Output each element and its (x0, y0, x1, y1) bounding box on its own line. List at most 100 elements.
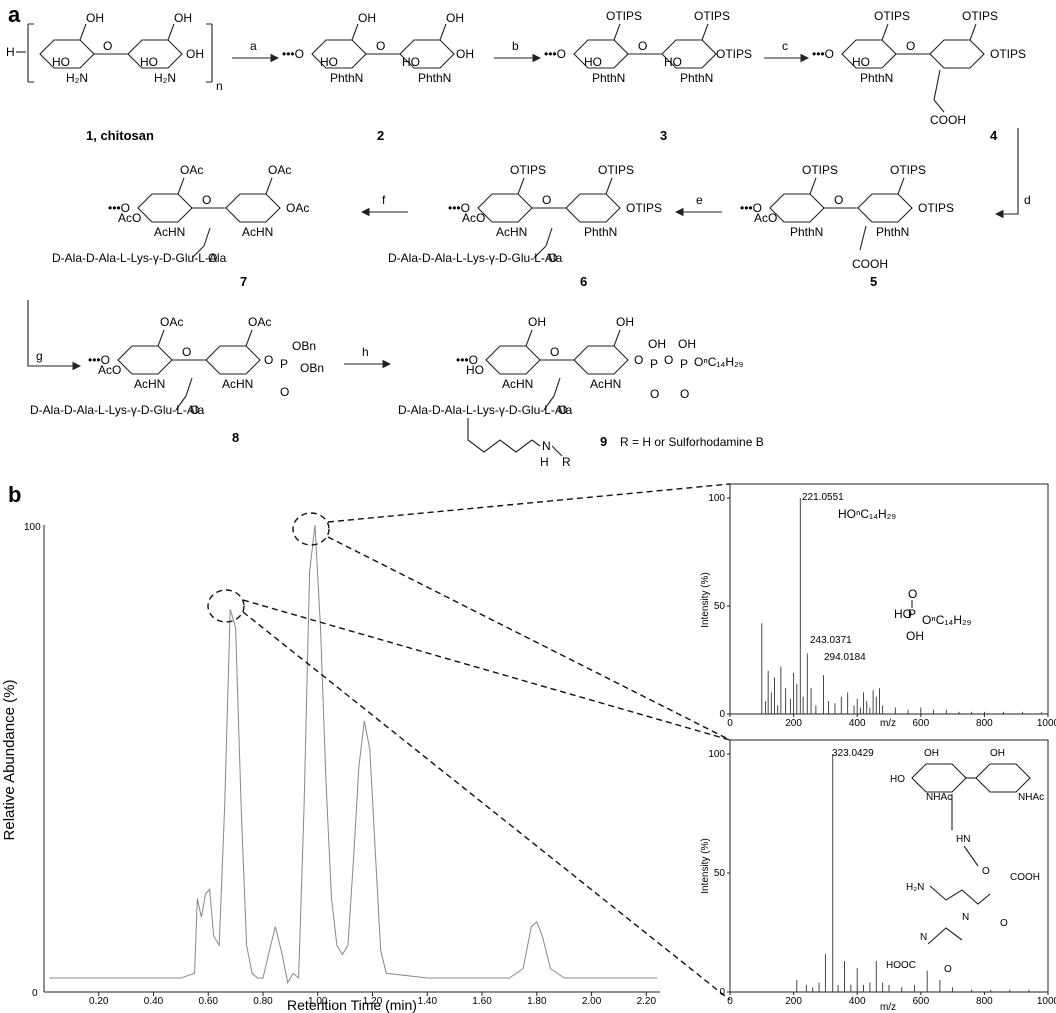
svg-text:•••O: •••O (448, 201, 470, 215)
svg-text:O: O (634, 353, 643, 367)
svg-text:PhthN: PhthN (790, 225, 823, 239)
svg-text:O: O (664, 353, 673, 367)
svg-text:O: O (103, 39, 112, 53)
svg-text:OTIPS: OTIPS (694, 9, 730, 23)
x-tick-label: 1.40 (418, 996, 438, 1007)
svg-text:OⁿC₁₄H₂₉: OⁿC₁₄H₂₉ (694, 355, 744, 369)
svg-text:n: n (216, 79, 223, 93)
svg-text:Intensity (%): Intensity (%) (700, 838, 711, 894)
compound-6-structure: •••O O OTIPS OTIPS AcO AcHN PhthN OTIPS … (448, 163, 662, 265)
ms-y-tick-label: 0 (719, 709, 725, 720)
step-label-g: g (36, 349, 43, 363)
x-tick-label: 1.00 (308, 996, 328, 1007)
svg-text:NHAc: NHAc (926, 792, 952, 803)
svg-text:N: N (542, 439, 551, 453)
svg-text:m/z: m/z (880, 1002, 896, 1013)
svg-text:O: O (542, 193, 551, 207)
svg-text:HO: HO (402, 55, 420, 69)
ms-y-tick-label: 0 (719, 987, 725, 998)
x-tick-label: 1.80 (527, 996, 547, 1007)
peak-highlight-2 (207, 589, 245, 623)
svg-text:AcHN: AcHN (222, 377, 253, 391)
svg-text:OTIPS: OTIPS (626, 201, 662, 215)
svg-text:HO: HO (320, 55, 338, 69)
svg-text:O: O (182, 345, 191, 359)
svg-text:HO: HO (894, 607, 912, 621)
svg-text:HO: HO (52, 55, 70, 69)
svg-text:OH: OH (86, 11, 104, 25)
svg-text:COOH: COOH (930, 113, 966, 127)
chromatogram-trace (49, 524, 658, 985)
svg-text:HO: HO (584, 55, 602, 69)
svg-text:OH: OH (456, 47, 474, 61)
svg-text:•••O: •••O (740, 201, 762, 215)
svg-text:OAc: OAc (180, 163, 203, 177)
svg-text:OTIPS: OTIPS (962, 9, 998, 23)
compound-3-structure: •••O O OTIPS OTIPS HO HO PhthN PhthN OTI… (544, 9, 752, 85)
svg-text:H₂N: H₂N (154, 71, 176, 85)
chromatogram-ylabel: Relative Abundance (%) (1, 680, 18, 841)
svg-text:O: O (550, 345, 559, 359)
compound-5-structure: •••O O OTIPS OTIPS AcO PhthN PhthN OTIPS… (740, 163, 954, 271)
svg-text:OH: OH (906, 629, 924, 643)
svg-text:AcO: AcO (462, 211, 485, 225)
svg-text:PhthN: PhthN (584, 225, 617, 239)
chromatogram-xlabel: Retention Time (min) (287, 997, 417, 1013)
svg-text:OTIPS: OTIPS (606, 9, 642, 23)
svg-text:OTIPS: OTIPS (598, 163, 634, 177)
x-tick-label: 0.20 (89, 996, 109, 1007)
svg-text:•••O: •••O (88, 353, 110, 367)
svg-text:OH: OH (446, 11, 464, 25)
svg-text:NHAc: NHAc (1018, 792, 1044, 803)
peak-label-221: 221.0551 (802, 492, 844, 503)
svg-text:O: O (280, 385, 289, 399)
svg-text:AcHN: AcHN (134, 377, 165, 391)
svg-text:•••O: •••O (108, 201, 130, 215)
compound-4-structure: •••O O OTIPS OTIPS HO PhthN OTIPS COOH (812, 9, 1026, 127)
svg-text:OAc: OAc (286, 201, 309, 215)
compound-label-3: 3 (660, 128, 667, 143)
ms-x-tick-label: 800 (976, 996, 993, 1007)
step-label-c: c (782, 39, 788, 53)
svg-text:OAc: OAc (268, 163, 291, 177)
svg-text:OTIPS: OTIPS (890, 163, 926, 177)
compound-label-2: 2 (377, 128, 384, 143)
svg-text:AcHN: AcHN (590, 377, 621, 391)
ms-x-tick-label: 600 (912, 718, 929, 729)
svg-text:R: R (562, 455, 571, 469)
peptide-chain-9: D-Ala-D-Ala-L-Lys-γ-D-Glu-L-Ala (398, 403, 573, 417)
ms-x-tick-label: 200 (785, 718, 802, 729)
step-label-f: f (382, 193, 386, 207)
connector-top-2 (327, 536, 731, 741)
svg-text:•••O: •••O (812, 47, 834, 61)
peak-label-294: 294.0184 (824, 652, 866, 663)
x-tick-label: 0.60 (199, 996, 219, 1007)
svg-text:OH: OH (678, 337, 696, 351)
svg-text:AcHN: AcHN (154, 225, 185, 239)
svg-text:AcO: AcO (98, 363, 121, 377)
panel-label-a: a (8, 2, 21, 27)
x-tick-label: 2.00 (582, 996, 602, 1007)
svg-text:P: P (650, 357, 658, 371)
svg-text:OⁿC₁₄H₂₉: OⁿC₁₄H₂₉ (922, 613, 972, 627)
svg-text:O: O (944, 964, 952, 975)
svg-text:AcHN: AcHN (502, 377, 533, 391)
step-label-d: d (1024, 193, 1031, 207)
svg-text:COOH: COOH (852, 257, 888, 271)
svg-text:m/z: m/z (880, 718, 896, 729)
panel-label-b: b (8, 482, 21, 507)
svg-text:OH: OH (358, 11, 376, 25)
h-terminus: H (6, 45, 15, 59)
compound-2-structure: •••O O OH OH HO HO PhthN PhthN OH (282, 11, 474, 85)
ms-spectrum-bottom: 02004006008001000050100 m/z Intensity (%… (700, 739, 1056, 1013)
ms-x-tick-label: 0 (727, 718, 733, 729)
svg-text:PhthN: PhthN (860, 71, 893, 85)
svg-text:PhthN: PhthN (330, 71, 363, 85)
svg-text:PhthN: PhthN (418, 71, 451, 85)
svg-text:COOH: COOH (1010, 872, 1040, 883)
connector-bottom-2 (242, 611, 731, 1001)
svg-text:OH: OH (990, 748, 1005, 759)
ms-y-tick-label: 100 (708, 749, 725, 760)
svg-text:OH: OH (648, 337, 666, 351)
